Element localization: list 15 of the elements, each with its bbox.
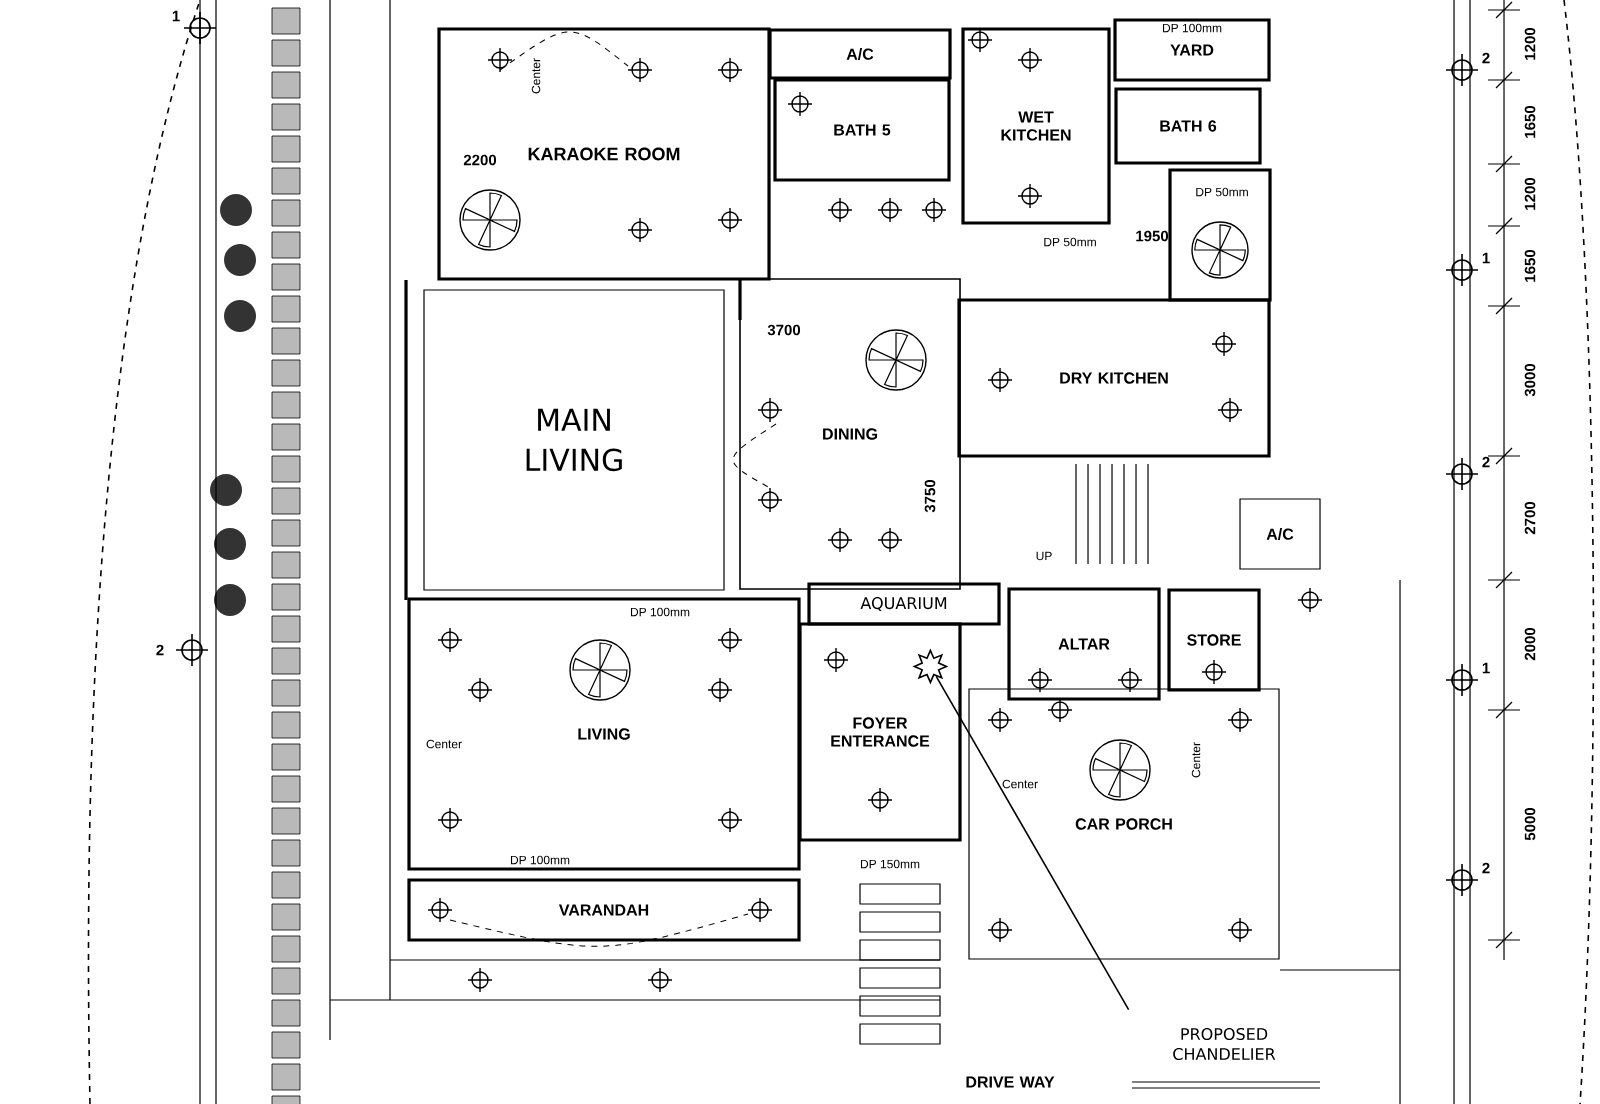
area-label: DRIVE WAY	[966, 1076, 1055, 1088]
room-outline: ALTAR	[1007, 587, 1161, 701]
room-outline: A/C	[768, 28, 952, 80]
room-outline: FOYER ENTERANCE	[798, 622, 962, 842]
room-outline: BATH 6	[1114, 87, 1262, 165]
leader-line	[935, 675, 1130, 1011]
room-outline: A/C	[1239, 498, 1321, 570]
room-outline: BATH 5	[773, 78, 951, 182]
room-outline: VARANDAH	[407, 878, 801, 942]
room-outline: AQUARIUM	[807, 582, 1001, 626]
room-outline: DRY KITCHEN	[957, 298, 1271, 458]
room-outline: MAIN LIVING	[423, 289, 725, 591]
room-outline: STORE	[1167, 588, 1261, 692]
room-outline: WET KITCHEN	[961, 27, 1111, 225]
note-text: PROPOSED CHANDELIER	[1173, 1027, 1276, 1061]
